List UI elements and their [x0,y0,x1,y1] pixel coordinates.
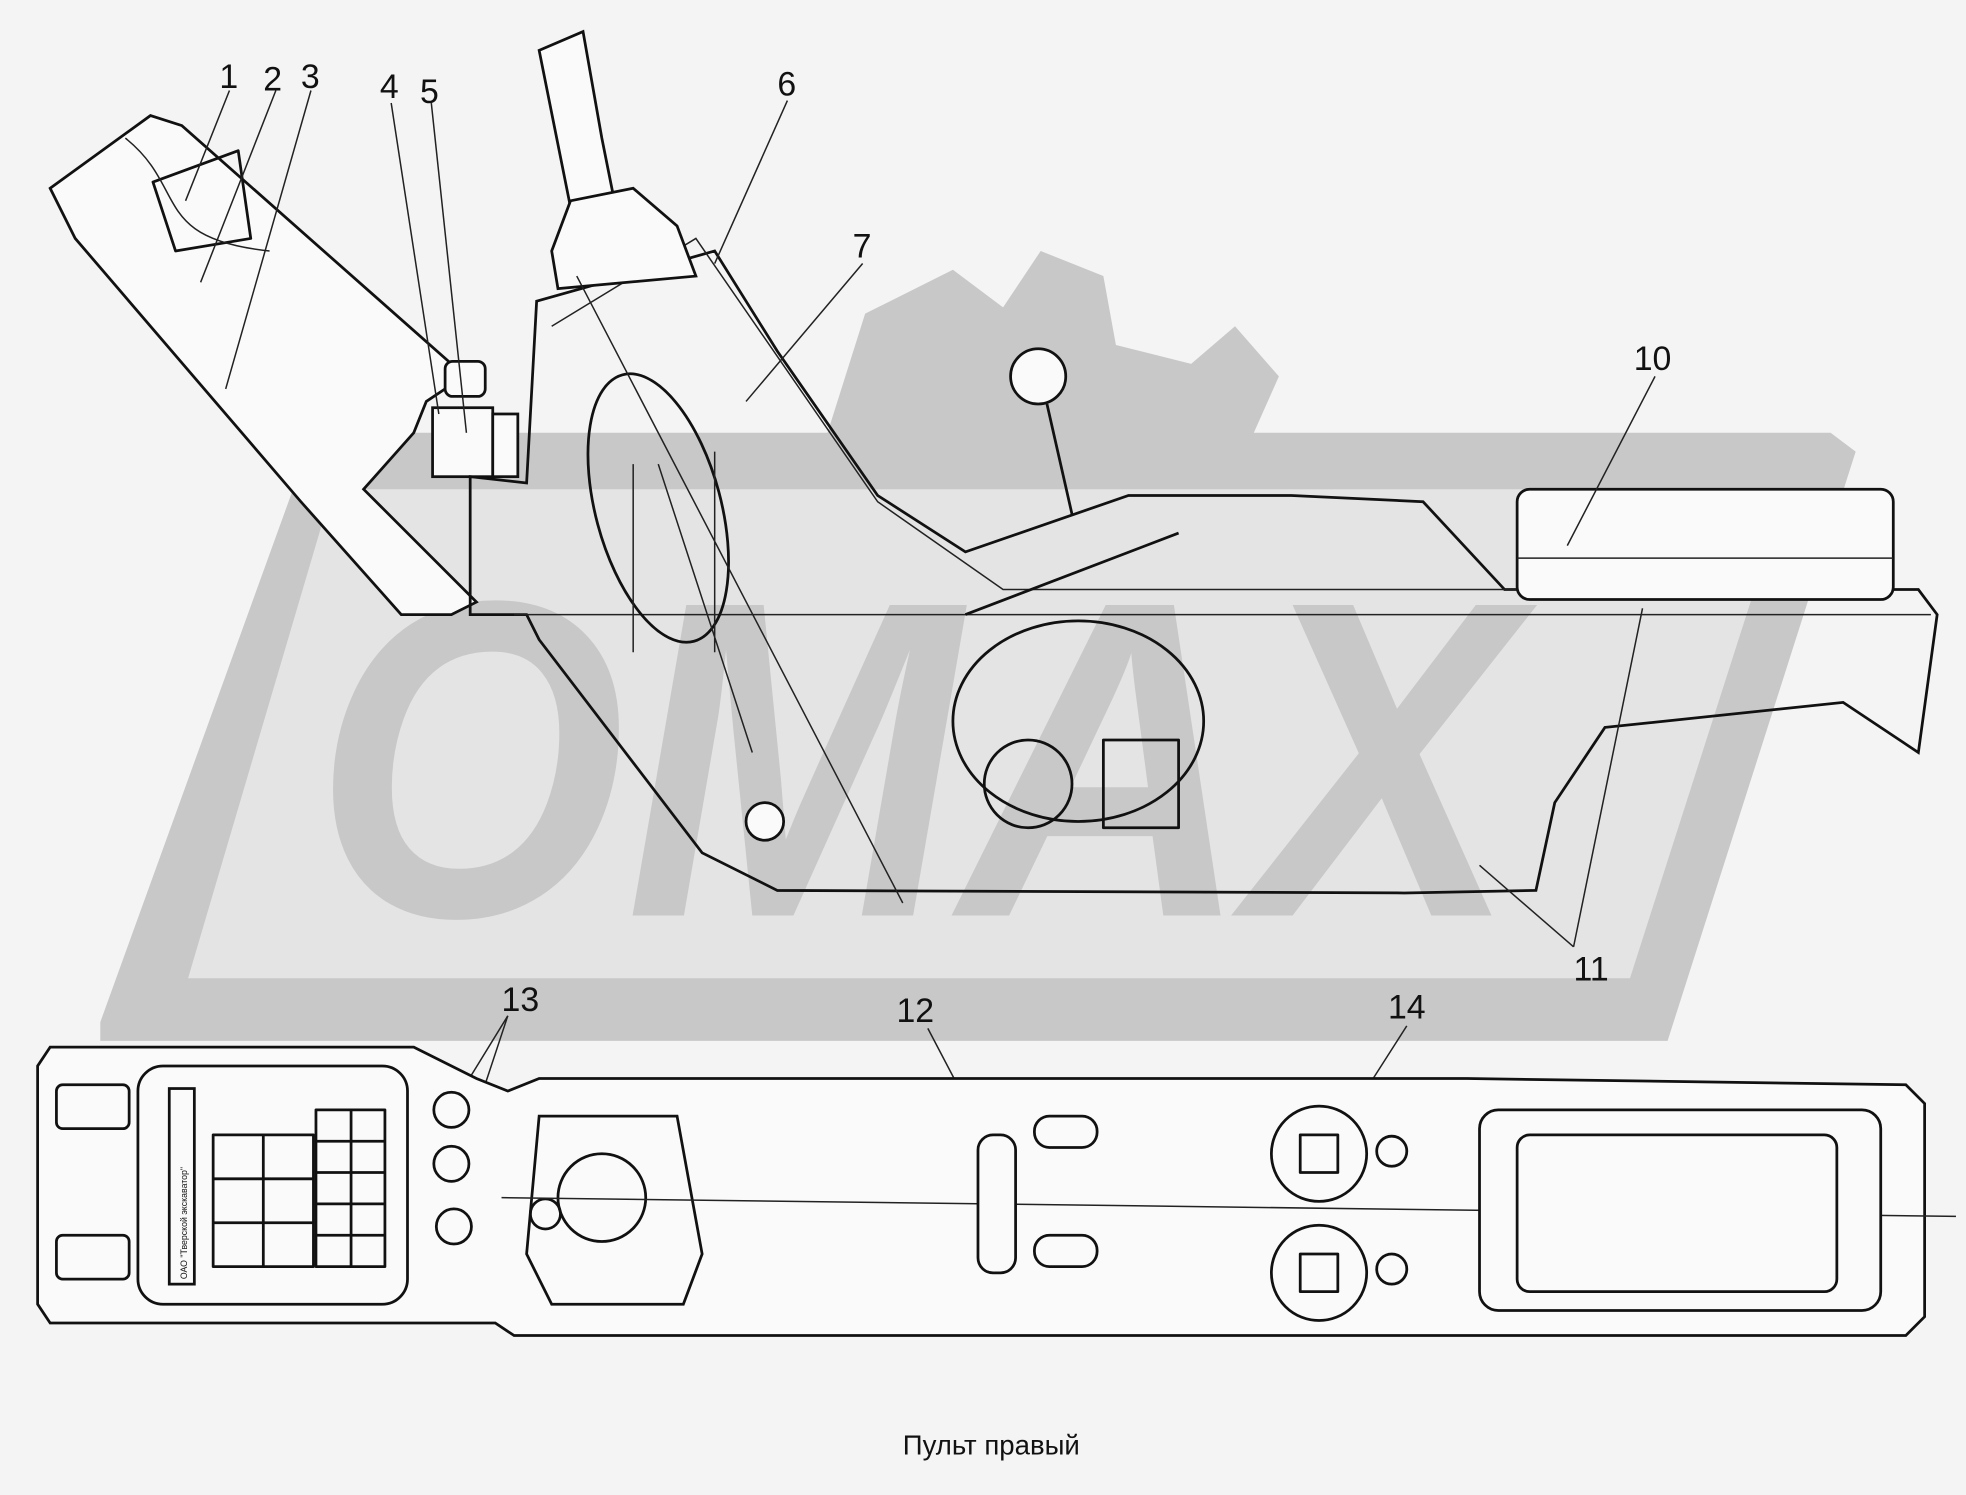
console-top-view: ОАО "Тверской экскаватор" [36,1045,1956,1337]
callout-4: 4 [380,68,399,106]
callout-6: 6 [777,66,796,104]
watermark-logo: OMAX [100,250,1856,1041]
joystick [537,29,904,904]
callout-5: 5 [420,73,439,111]
console-body [468,249,1939,895]
callout-11: 11 [1574,951,1609,989]
switch-plate [136,1064,409,1306]
callout-2: 2 [263,60,282,98]
manufacturer-plate-text: ОАО "Тверской экскаватор" [179,1167,189,1279]
callout-3: 3 [301,58,320,96]
callout-13: 13 [502,981,540,1019]
callout-leaders [184,90,1656,1165]
callout-10: 10 [1634,340,1672,378]
callout-14: 14 [1388,988,1426,1026]
watermark-text: OMAX [313,507,1537,1012]
callout-12: 12 [896,992,934,1030]
callout-1: 1 [219,58,238,96]
armrest [48,114,479,616]
ignition-key [431,359,520,479]
diagram-caption: Пульт правый [903,1430,1080,1461]
callout-7: 7 [853,227,872,265]
hose-loop [951,619,1206,823]
fuse-box-top [1478,1108,1883,1312]
callout-labels: 1 2 3 4 5 6 7 10 11 12 13 14 [219,58,1671,1030]
lever [964,347,1180,616]
valve-fittings [1101,738,1180,830]
fuse-box [1515,487,1895,601]
port [982,738,1074,830]
nut [744,801,786,842]
